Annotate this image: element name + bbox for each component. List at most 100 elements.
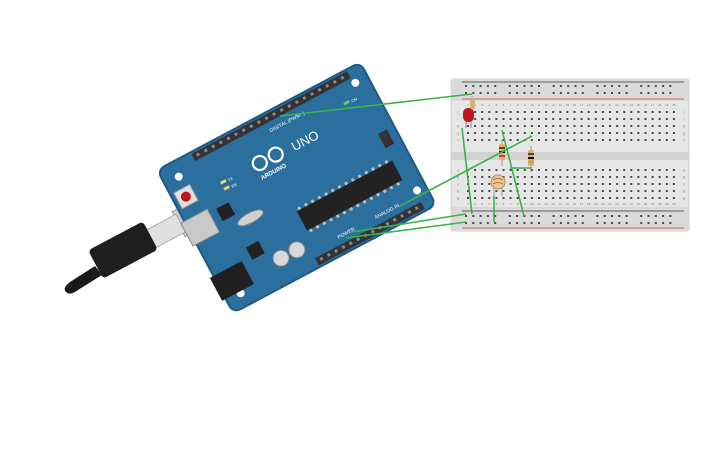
rail-hole[interactable]	[472, 92, 475, 94]
breadboard-hole[interactable]	[601, 197, 604, 199]
reset-button[interactable]	[179, 190, 193, 204]
breadboard-hole[interactable]	[637, 139, 640, 141]
breadboard-hole[interactable]	[594, 111, 597, 113]
breadboard-hole[interactable]	[609, 169, 611, 171]
breadboard-hole[interactable]	[616, 183, 619, 185]
breadboard-hole[interactable]	[545, 125, 548, 127]
breadboard-hole[interactable]	[616, 132, 619, 134]
breadboard-hole[interactable]	[658, 118, 661, 120]
breadboard-hole[interactable]	[509, 183, 512, 185]
header-pin[interactable]	[317, 87, 322, 92]
rail-hole[interactable]	[472, 222, 475, 224]
breadboard-hole[interactable]	[516, 132, 519, 134]
breadboard-hole[interactable]	[587, 183, 590, 185]
breadboard-hole[interactable]	[552, 190, 555, 192]
breadboard-hole[interactable]	[623, 125, 626, 127]
header-pin[interactable]	[196, 152, 201, 157]
rail-hole[interactable]	[494, 92, 497, 94]
breadboard-hole[interactable]	[488, 176, 491, 178]
rail-hole[interactable]	[574, 85, 577, 87]
header-pin[interactable]	[226, 136, 231, 141]
rail-hole[interactable]	[465, 92, 467, 94]
breadboard-hole[interactable]	[566, 169, 569, 171]
breadboard-hole[interactable]	[587, 176, 590, 178]
breadboard-hole[interactable]	[481, 132, 484, 134]
breadboard-hole[interactable]	[573, 190, 576, 192]
breadboard-hole[interactable]	[530, 111, 533, 113]
breadboard-hole[interactable]	[609, 197, 611, 199]
breadboard-hole[interactable]	[530, 118, 533, 120]
breadboard-hole[interactable]	[552, 169, 555, 171]
breadboard-hole[interactable]	[559, 183, 562, 185]
breadboard-hole[interactable]	[637, 197, 640, 199]
breadboard-hole[interactable]	[559, 132, 562, 134]
breadboard-hole[interactable]	[658, 183, 661, 185]
breadboard-hole[interactable]	[502, 169, 505, 171]
header-pin[interactable]	[332, 79, 337, 84]
rail-hole[interactable]	[538, 92, 540, 94]
header-pin[interactable]	[249, 124, 254, 129]
rail-hole[interactable]	[647, 222, 650, 224]
breadboard-hole[interactable]	[474, 125, 477, 127]
rail-hole[interactable]	[479, 215, 482, 217]
header-pin[interactable]	[302, 95, 307, 101]
led-red[interactable]	[463, 108, 474, 128]
breadboard-hole[interactable]	[651, 190, 654, 192]
breadboard-hole[interactable]	[601, 118, 604, 120]
breadboard-hole[interactable]	[552, 183, 555, 185]
header-pin[interactable]	[271, 112, 277, 117]
breadboard-hole[interactable]	[552, 197, 555, 199]
breadboard-hole[interactable]	[474, 111, 477, 113]
breadboard-hole[interactable]	[630, 118, 633, 120]
rail-hole[interactable]	[567, 92, 570, 94]
breadboard-hole[interactable]	[623, 111, 626, 113]
breadboard-hole[interactable]	[566, 125, 569, 127]
breadboard-hole[interactable]	[481, 111, 484, 113]
breadboard-hole[interactable]	[474, 118, 477, 120]
rail-hole[interactable]	[574, 92, 577, 94]
rail-hole[interactable]	[523, 215, 526, 217]
breadboard-hole[interactable]	[587, 169, 590, 171]
breadboard-hole[interactable]	[594, 169, 597, 171]
breadboard-hole[interactable]	[594, 118, 597, 120]
rail-hole[interactable]	[559, 85, 562, 87]
header-pin[interactable]	[370, 229, 375, 234]
wire-led-to-gnd[interactable]	[461, 127, 473, 215]
rail-hole[interactable]	[494, 215, 497, 217]
breadboard-hole[interactable]	[509, 132, 512, 134]
breadboard-hole[interactable]	[523, 197, 526, 199]
breadboard-hole[interactable]	[545, 190, 548, 192]
breadboard-hole[interactable]	[481, 183, 484, 185]
breadboard-hole[interactable]	[630, 125, 633, 127]
breadboard-hole[interactable]	[530, 176, 533, 178]
breadboard-hole[interactable]	[609, 183, 611, 185]
breadboard-hole[interactable]	[616, 125, 619, 127]
breadboard-hole[interactable]	[665, 125, 668, 127]
header-pin[interactable]	[334, 248, 339, 254]
breadboard-hole[interactable]	[516, 125, 519, 127]
breadboard-hole[interactable]	[601, 183, 604, 185]
header-pin[interactable]	[234, 132, 239, 137]
breadboard-hole[interactable]	[623, 183, 626, 185]
wire-digital-to-rail[interactable]	[279, 93, 473, 117]
breadboard-hole[interactable]	[566, 197, 569, 199]
rail-hole[interactable]	[567, 215, 570, 217]
rail-hole[interactable]	[654, 215, 657, 217]
breadboard-hole[interactable]	[495, 125, 498, 127]
breadboard-hole[interactable]	[630, 190, 633, 192]
breadboard-hole[interactable]	[566, 183, 569, 185]
breadboard-hole[interactable]	[516, 111, 519, 113]
breadboard-hole[interactable]	[580, 197, 583, 199]
breadboard-hole[interactable]	[658, 125, 661, 127]
wire-resistor-to-rail[interactable]	[501, 129, 525, 217]
breadboard-hole[interactable]	[609, 125, 611, 127]
breadboard-hole[interactable]	[630, 176, 633, 178]
breadboard-hole[interactable]	[516, 183, 519, 185]
breadboard-hole[interactable]	[545, 197, 548, 199]
rail-hole[interactable]	[662, 215, 665, 217]
breadboard-hole[interactable]	[467, 132, 469, 134]
breadboard-hole[interactable]	[481, 176, 484, 178]
breadboard-hole[interactable]	[580, 111, 583, 113]
breadboard-hole[interactable]	[502, 118, 505, 120]
breadboard-hole[interactable]	[538, 169, 540, 171]
